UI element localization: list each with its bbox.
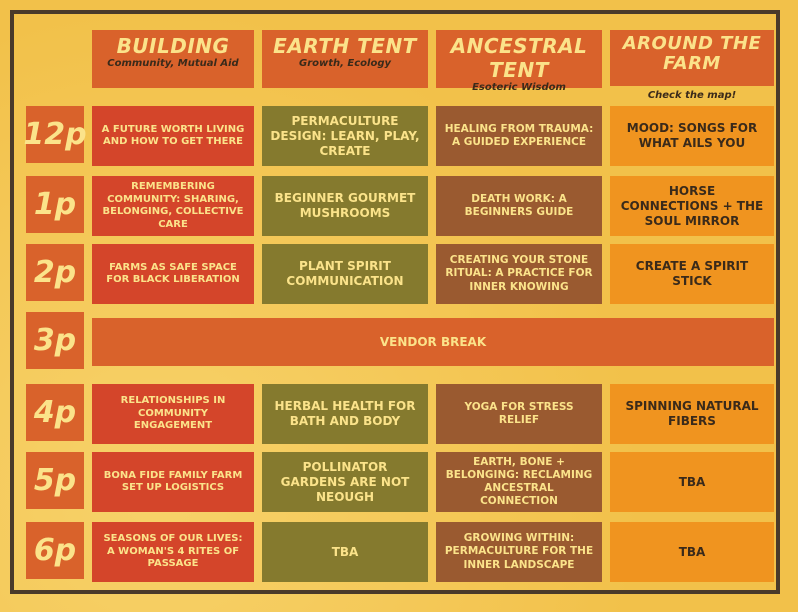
session-cell: RELATIONSHIPS IN COMMUNITY ENGAGEMENT xyxy=(92,384,254,444)
session-cell: TBA xyxy=(262,522,428,582)
header-ancestral-title: ANCESTRAL TENT xyxy=(450,34,588,82)
session-cell: TBA xyxy=(610,522,774,582)
map-note: Check the map! xyxy=(647,90,737,101)
session-cell: PERMACULTURE DESIGN: LEARN, PLAY, CREATE xyxy=(262,106,428,166)
session-cell: YOGA FOR STRESS RELIEF xyxy=(436,384,602,444)
session-cell: FARMS AS SAFE SPACE FOR BLACK LIBERATION xyxy=(92,244,254,304)
session-cell: REMEMBERING COMMUNITY: SHARING, BELONGIN… xyxy=(92,176,254,236)
session-cell: SEASONS OF OUR LIVES: A WOMAN'S 4 RITES … xyxy=(92,522,254,582)
session-cell: CREATING YOUR STONE RITUAL: A PRACTICE F… xyxy=(436,244,602,304)
session-cell: POLLINATOR GARDENS ARE NOT NEOUGH xyxy=(262,452,428,512)
poster-frame xyxy=(10,10,780,594)
time-label: 4p xyxy=(26,384,84,441)
session-cell: GROWING WITHIN: PERMACULTURE FOR THE INN… xyxy=(436,522,602,582)
header-ancestral-tent: ANCESTRAL TENT Esoteric Wisdom xyxy=(436,30,602,93)
header-around-farm: AROUND THE FARM xyxy=(610,30,774,86)
session-cell: SPINNING NATURAL FIBERS xyxy=(610,384,774,444)
session-cell: TBA xyxy=(610,452,774,512)
session-cell: A FUTURE WORTH LIVING AND HOW TO GET THE… xyxy=(92,106,254,166)
time-label: 12p xyxy=(23,106,87,163)
session-cell: PLANT SPIRIT COMMUNICATION xyxy=(262,244,428,304)
time-label: 6p xyxy=(26,522,84,579)
header-earth-tent: EARTH TENT Growth, Ecology xyxy=(262,30,428,88)
session-cell: HORSE CONNECTIONS + THE SOUL MIRROR xyxy=(610,176,774,236)
header-earth-subtitle: Growth, Ecology xyxy=(298,58,392,69)
time-label: 1p xyxy=(26,176,84,233)
vendor-break: VENDOR BREAK xyxy=(92,318,774,366)
header-farm-title: AROUND THE FARM xyxy=(622,33,762,74)
header-building-subtitle: Community, Mutual Aid xyxy=(107,58,239,69)
header-ancestral-subtitle: Esoteric Wisdom xyxy=(472,82,566,93)
session-cell: EARTH, BONE + BELONGING: RECLAMING ANCES… xyxy=(436,452,602,512)
session-cell: CREATE A SPIRIT STICK xyxy=(610,244,774,304)
time-label: 2p xyxy=(26,244,84,301)
header-earth-title: EARTH TENT xyxy=(273,34,417,58)
session-cell: DEATH WORK: A BEGINNERS GUIDE xyxy=(436,176,602,236)
session-cell: HEALING FROM TRAUMA: A GUIDED EXPERIENCE xyxy=(436,106,602,166)
header-building: BUILDING Community, Mutual Aid xyxy=(92,30,254,88)
session-cell: HERBAL HEALTH FOR BATH AND BODY xyxy=(262,384,428,444)
header-building-title: BUILDING xyxy=(116,34,230,58)
time-label: 5p xyxy=(26,452,84,509)
time-label: 3p xyxy=(26,312,84,369)
session-cell: BONA FIDE FAMILY FARM SET UP LOGISTICS xyxy=(92,452,254,512)
session-cell: BEGINNER GOURMET MUSHROOMS xyxy=(262,176,428,236)
session-cell: MOOD: SONGS FOR WHAT AILS YOU xyxy=(610,106,774,166)
